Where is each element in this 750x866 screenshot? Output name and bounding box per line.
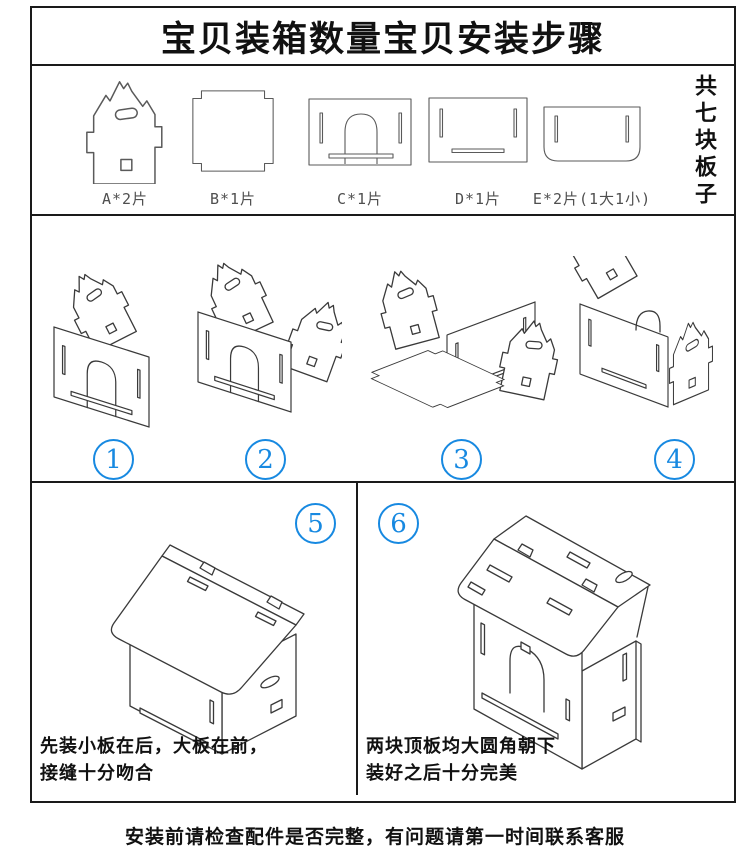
- step-2-illustration: [195, 252, 342, 413]
- step-5-caption: 先装小板在后，大板在前， 接缝十分吻合: [40, 733, 268, 787]
- step-1-illustration: [53, 261, 150, 428]
- step-6-illustration: [457, 515, 651, 770]
- step-4-badge: 4: [654, 439, 695, 480]
- step-5-badge: 5: [295, 503, 336, 544]
- part-e-diagram: [543, 106, 641, 162]
- step-4-illustration: [572, 256, 714, 408]
- step-3-illustration: [363, 263, 565, 412]
- part-e-label: E*2片(1大1小): [532, 190, 652, 208]
- part-d-label: D*1片: [454, 190, 502, 208]
- part-d-diagram: [428, 97, 528, 163]
- part-b-diagram: [192, 90, 274, 172]
- footer-note: 安装前请检查配件是否完整，有问题请第一时间联系客服: [124, 826, 625, 848]
- parts-count-note: 共七块板子: [691, 74, 717, 209]
- step-5-caption-line1: 先装小板在后，大板在前，: [40, 736, 268, 757]
- final-steps-row: 5 先装小板在后，大板在前， 接缝十分吻合: [32, 483, 734, 795]
- assembly-steps-row: 1 2 3 4: [32, 216, 734, 483]
- step-1-badge: 1: [93, 439, 134, 480]
- step-6-caption: 两块顶板均大圆角朝下 装好之后十分完美: [366, 733, 556, 787]
- parts-inventory-row: A*2片 B*1片 C*1片 D*1片: [32, 66, 734, 216]
- instruction-sheet: 宝贝装箱数量宝贝安装步骤 A*2片 B*1片 C*1片 D*1片: [30, 6, 736, 803]
- step-6-caption-line1: 两块顶板均大圆角朝下: [366, 736, 556, 757]
- step-5-panel: 5 先装小板在后，大板在前， 接缝十分吻合: [32, 483, 358, 795]
- part-c-diagram: [308, 98, 412, 166]
- step-6-panel: 6: [358, 483, 734, 795]
- page-title: 宝贝装箱数量宝贝安装步骤: [160, 18, 605, 60]
- step-5-illustration: [110, 544, 305, 755]
- step-2-badge: 2: [245, 439, 286, 480]
- part-a-diagram: [86, 81, 163, 184]
- part-b-label: B*1片: [209, 190, 257, 208]
- step-3-badge: 3: [441, 439, 482, 480]
- title-row: 宝贝装箱数量宝贝安装步骤: [32, 8, 734, 66]
- part-a-label: A*2片: [101, 190, 149, 208]
- step-5-caption-line2: 接缝十分吻合: [40, 763, 154, 784]
- step-6-badge: 6: [378, 503, 419, 544]
- step-6-caption-line2: 装好之后十分完美: [366, 763, 518, 784]
- part-c-label: C*1片: [336, 190, 384, 208]
